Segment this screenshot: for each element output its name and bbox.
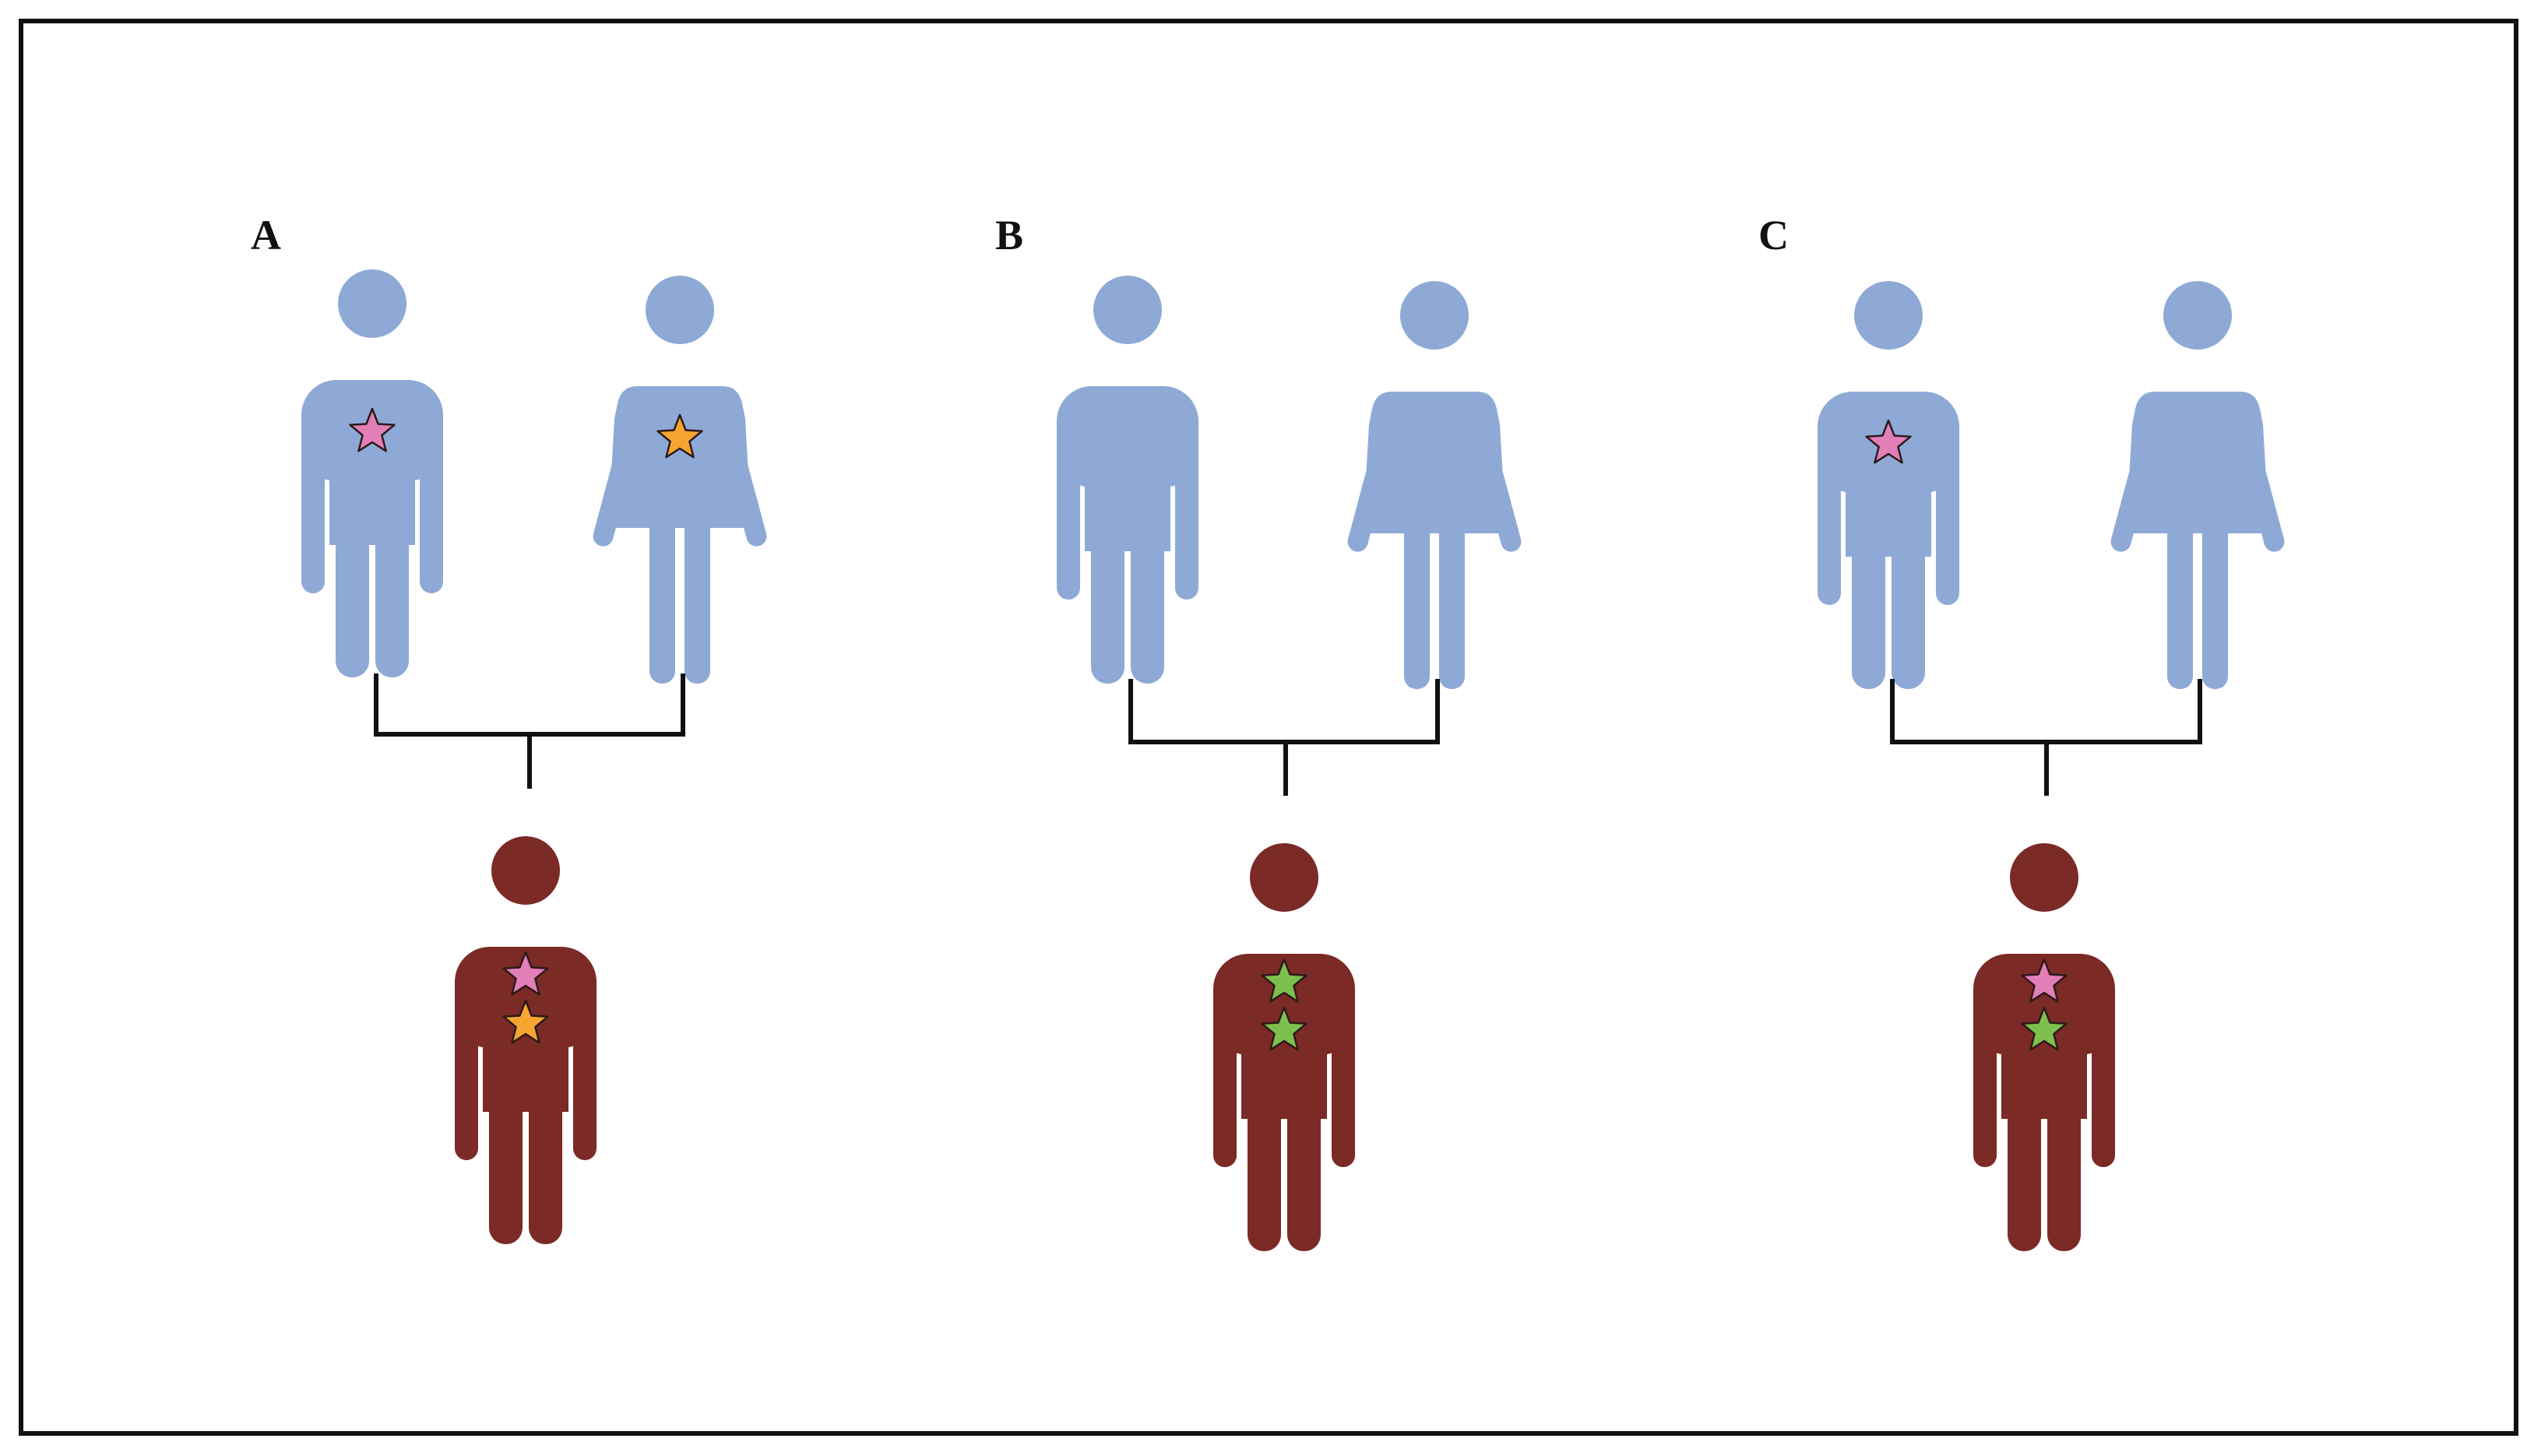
female-figure-icon — [590, 276, 769, 684]
male-child-figure-icon — [1213, 843, 1355, 1251]
panel-c-mother — [2108, 281, 2287, 689]
pink-star-icon — [349, 407, 396, 452]
panel-a-mother — [590, 276, 769, 684]
panel-label-b: B — [995, 212, 1023, 258]
figure-border — [19, 19, 2518, 1436]
panel-b-mother — [1345, 281, 1524, 689]
orange-star-icon — [656, 413, 703, 459]
panel-label-c: C — [1758, 212, 1789, 258]
panel-b-family-connector — [1128, 679, 1440, 796]
male-figure-icon — [1818, 281, 1959, 689]
panel-c-family-connector — [1890, 679, 2202, 796]
male-figure-icon — [301, 269, 443, 677]
panel-c-father — [1818, 281, 1959, 689]
male-figure-icon — [1057, 276, 1198, 684]
pink-star-icon — [502, 951, 549, 996]
female-figure-icon — [2108, 281, 2287, 689]
pink-star-icon — [1865, 419, 1912, 464]
green-star-icon — [2021, 1006, 2068, 1051]
panel-b-father — [1057, 276, 1198, 684]
male-child-figure-icon — [1973, 843, 2115, 1251]
panel-b-child — [1213, 843, 1355, 1251]
panel-a-father — [301, 269, 443, 677]
green-star-icon — [1261, 958, 1307, 1003]
female-figure-icon — [1345, 281, 1524, 689]
panel-c-child — [1973, 843, 2115, 1251]
green-star-icon — [1261, 1006, 1307, 1051]
panel-label-a: A — [251, 212, 281, 258]
male-child-figure-icon — [455, 836, 597, 1244]
panel-a-child — [455, 836, 597, 1244]
pink-star-icon — [2021, 958, 2068, 1003]
panel-a-family-connector — [374, 673, 685, 789]
orange-star-icon — [502, 999, 549, 1044]
